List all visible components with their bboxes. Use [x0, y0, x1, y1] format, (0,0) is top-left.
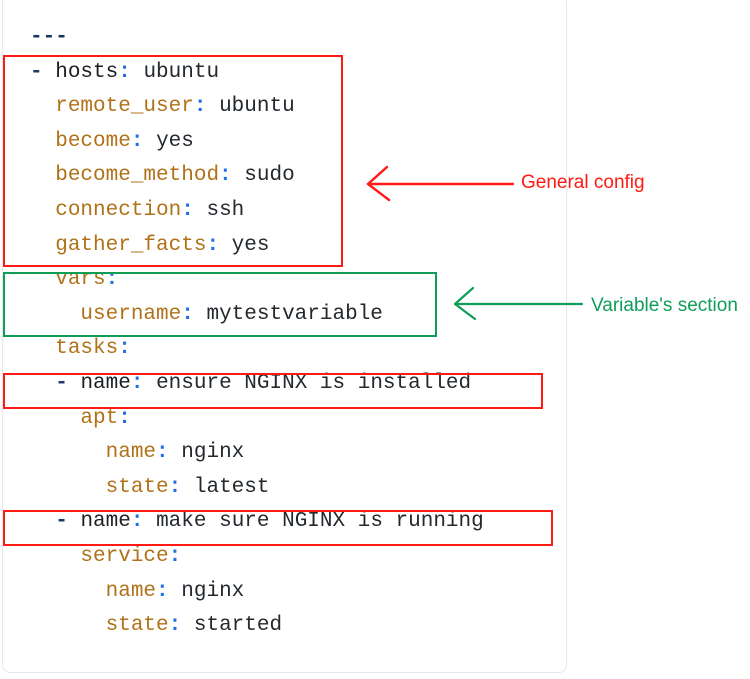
code-line: tasks:: [3, 332, 566, 367]
yaml-source[interactable]: ---- hosts: ubuntu remote_user: ubuntu b…: [3, 21, 566, 644]
code-line: become: yes: [3, 125, 566, 160]
code-line: remote_user: ubuntu: [3, 90, 566, 125]
yaml-document-start: ---: [30, 26, 68, 49]
yaml-value: ubuntu: [219, 95, 295, 119]
yaml-colon: :: [181, 302, 194, 326]
yaml-key: name: [105, 441, 157, 465]
yaml-colon: :: [219, 164, 232, 188]
yaml-key: remote_user: [55, 95, 194, 119]
yaml-colon: :: [168, 544, 182, 568]
yaml-value: ubuntu: [143, 60, 220, 84]
yaml-value: ssh: [206, 198, 245, 222]
yaml-value: sudo: [244, 164, 295, 188]
yaml-code-block: ---- hosts: ubuntu remote_user: ubuntu b…: [2, 0, 567, 673]
yaml-colon: :: [181, 198, 194, 222]
yaml-colon: :: [105, 268, 119, 292]
yaml-colon: :: [156, 441, 169, 465]
yaml-list-dash: -: [55, 510, 81, 534]
yaml-value: started: [193, 614, 283, 638]
yaml-value: latest: [193, 475, 270, 499]
code-line: vars:: [3, 263, 566, 298]
yaml-colon: :: [156, 579, 169, 603]
code-line: state: started: [3, 609, 566, 644]
code-line: - name: ensure NGINX is installed: [3, 367, 566, 402]
yaml-key: name: [80, 510, 131, 534]
yaml-colon: :: [118, 406, 131, 430]
general-config-label: General config: [521, 172, 645, 193]
yaml-key: gather_facts: [55, 233, 207, 257]
yaml-key: username: [80, 302, 182, 326]
yaml-value: mytestvariable: [206, 302, 383, 326]
yaml-key: name: [80, 371, 131, 395]
yaml-key: state: [105, 475, 169, 499]
yaml-colon: :: [168, 614, 182, 638]
yaml-colon: :: [118, 60, 131, 84]
yaml-colon: :: [130, 510, 144, 534]
code-line: apt:: [3, 402, 566, 437]
yaml-colon: :: [118, 337, 131, 361]
yaml-key: become_method: [55, 164, 220, 188]
yaml-key: become: [55, 129, 131, 153]
code-line: service:: [3, 540, 566, 575]
yaml-value: yes: [156, 129, 194, 153]
yaml-value: ensure NGINX is installed: [156, 371, 472, 395]
yaml-key: name: [105, 579, 157, 603]
code-body: ---- hosts: ubuntu remote_user: ubuntu b…: [3, 0, 566, 644]
yaml-value: nginx: [181, 441, 245, 465]
code-line: gather_facts: yes: [3, 229, 566, 264]
yaml-key: hosts: [55, 60, 119, 84]
variables-section-label: Variable's section: [591, 295, 738, 316]
code-line: ---: [3, 21, 566, 56]
code-line: username: mytestvariable: [3, 298, 566, 333]
yaml-list-dash: -: [30, 60, 56, 84]
code-line: - name: make sure NGINX is running: [3, 505, 566, 540]
code-line: name: nginx: [3, 436, 566, 471]
yaml-key: state: [105, 614, 169, 638]
yaml-colon: :: [206, 233, 220, 257]
code-line: name: nginx: [3, 575, 566, 610]
yaml-value: nginx: [181, 579, 245, 603]
yaml-key: service: [80, 544, 169, 568]
code-line: - hosts: ubuntu: [3, 56, 566, 91]
yaml-key: vars: [55, 268, 106, 292]
yaml-colon: :: [193, 95, 207, 119]
yaml-colon: :: [168, 475, 182, 499]
yaml-list-dash: -: [55, 371, 81, 395]
yaml-value: yes: [231, 233, 270, 257]
yaml-colon: :: [130, 129, 144, 153]
yaml-value: make sure NGINX is running: [156, 510, 484, 534]
code-line: connection: ssh: [3, 194, 566, 229]
yaml-colon: :: [130, 371, 144, 395]
code-line: become_method: sudo: [3, 159, 566, 194]
yaml-key: connection: [55, 198, 182, 222]
yaml-key: apt: [80, 406, 119, 430]
yaml-key: tasks: [55, 337, 119, 361]
code-line: state: latest: [3, 471, 566, 506]
